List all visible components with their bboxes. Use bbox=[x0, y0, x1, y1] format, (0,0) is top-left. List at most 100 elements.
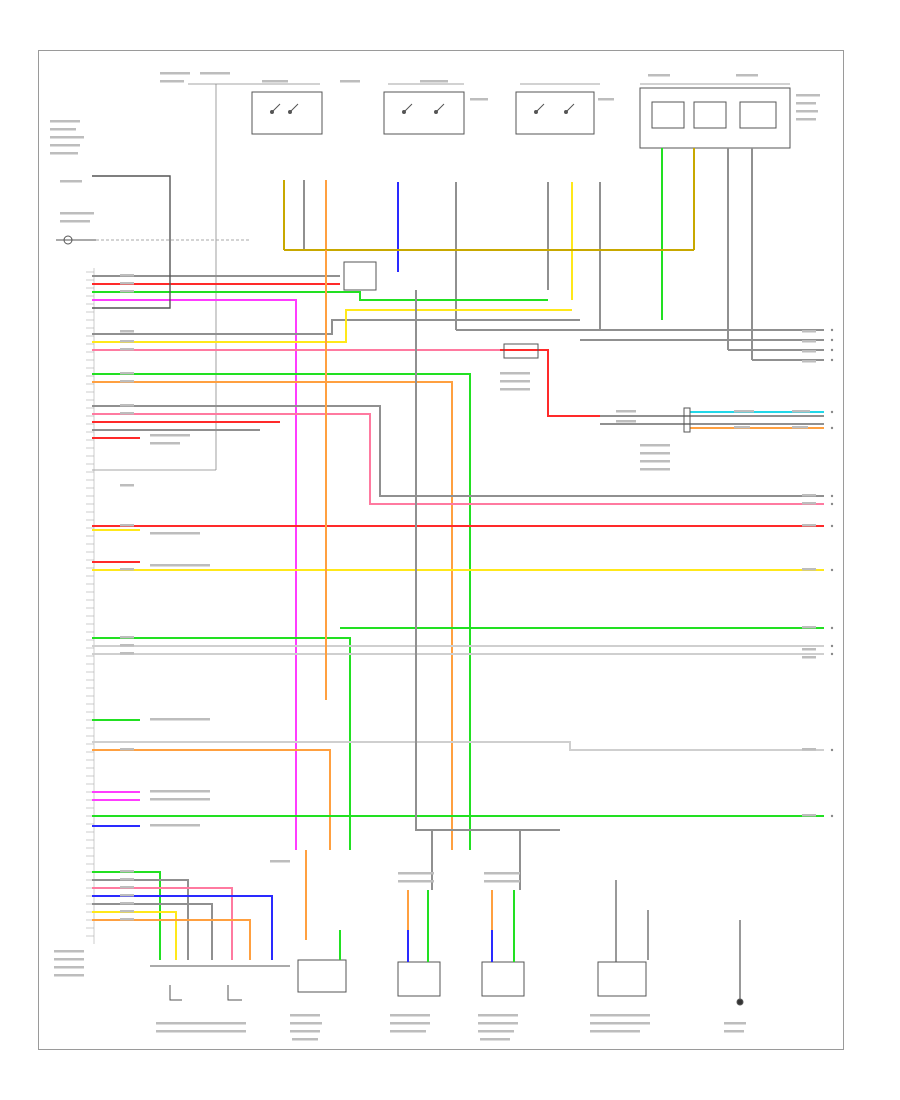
illegible-label bbox=[150, 824, 200, 827]
illegible-label bbox=[390, 1022, 430, 1025]
illegible-label bbox=[802, 524, 816, 527]
illegible-label bbox=[54, 958, 84, 961]
relay-box-1 bbox=[251, 91, 323, 135]
illegible-label bbox=[50, 128, 76, 131]
illegible-label bbox=[200, 72, 230, 75]
wire-terminal bbox=[830, 652, 834, 656]
illegible-label bbox=[120, 372, 134, 375]
illegible-label bbox=[120, 380, 134, 383]
illegible-label bbox=[120, 894, 134, 897]
illegible-label bbox=[150, 798, 210, 801]
sensor-pair-wires bbox=[339, 880, 741, 1000]
illegible-label bbox=[60, 220, 90, 223]
illegible-label bbox=[802, 502, 816, 505]
illegible-label bbox=[120, 886, 134, 889]
illegible-label bbox=[120, 348, 134, 351]
wire-terminal bbox=[830, 348, 834, 352]
bottom-components bbox=[150, 959, 744, 1006]
illegible-label bbox=[796, 118, 816, 121]
illegible-label bbox=[390, 1014, 430, 1017]
illegible-label bbox=[616, 420, 636, 423]
illegible-label bbox=[724, 1022, 746, 1025]
illegible-label bbox=[150, 434, 190, 437]
mid-relay bbox=[56, 235, 691, 433]
illegible-label bbox=[734, 410, 754, 413]
illegible-label bbox=[802, 656, 816, 659]
illegible-label bbox=[736, 74, 758, 77]
illegible-label bbox=[802, 350, 816, 353]
illegible-label bbox=[50, 136, 84, 139]
illegible-label bbox=[50, 152, 78, 155]
illegible-label bbox=[120, 910, 134, 913]
harness-wires bbox=[92, 175, 824, 940]
illegible-label bbox=[262, 80, 288, 83]
wire-terminal bbox=[830, 338, 834, 342]
illegible-label bbox=[50, 144, 80, 147]
illegible-label bbox=[640, 460, 670, 463]
illegible-label bbox=[120, 282, 134, 285]
illegible-label bbox=[724, 1030, 744, 1033]
wire-terminal bbox=[830, 748, 834, 752]
illegible-label bbox=[160, 72, 190, 75]
illegible-label bbox=[802, 330, 816, 333]
illegible-label bbox=[648, 74, 670, 77]
illegible-label bbox=[120, 870, 134, 873]
illegible-label bbox=[802, 340, 816, 343]
diagram-frame bbox=[38, 50, 844, 1050]
illegible-label bbox=[120, 878, 134, 881]
illegible-label bbox=[640, 468, 670, 471]
illegible-label bbox=[802, 814, 816, 817]
illegible-label bbox=[120, 412, 134, 415]
illegible-label bbox=[500, 388, 530, 391]
illegible-label bbox=[120, 290, 134, 293]
illegible-label bbox=[120, 404, 134, 407]
illegible-label bbox=[590, 1022, 650, 1025]
illegible-label bbox=[290, 1014, 320, 1017]
illegible-label bbox=[120, 652, 134, 655]
illegible-label bbox=[120, 748, 134, 751]
illegible-label bbox=[150, 564, 210, 567]
illegible-label bbox=[290, 1030, 320, 1033]
wire-terminal bbox=[830, 814, 834, 818]
illegible-label bbox=[390, 1030, 426, 1033]
illegible-label bbox=[792, 410, 810, 413]
relay-box-4 bbox=[639, 87, 791, 149]
illegible-label bbox=[120, 484, 134, 487]
illegible-label bbox=[802, 748, 816, 751]
illegible-label bbox=[270, 860, 290, 863]
illegible-label bbox=[796, 110, 818, 113]
illegible-label bbox=[120, 274, 134, 277]
illegible-label bbox=[802, 494, 816, 497]
wire-terminal bbox=[830, 502, 834, 506]
illegible-label bbox=[640, 444, 670, 447]
illegible-label bbox=[120, 918, 134, 921]
illegible-label bbox=[54, 950, 84, 953]
illegible-label bbox=[420, 80, 448, 83]
illegible-label bbox=[340, 80, 360, 83]
illegible-label bbox=[120, 330, 134, 333]
wire-terminal bbox=[830, 568, 834, 572]
illegible-label bbox=[796, 94, 820, 97]
illegible-label bbox=[120, 524, 134, 527]
label-stubs bbox=[50, 72, 820, 1041]
illegible-label bbox=[150, 718, 210, 721]
illegible-label bbox=[792, 426, 808, 429]
illegible-label bbox=[290, 1022, 322, 1025]
illegible-label bbox=[480, 1038, 510, 1041]
illegible-label bbox=[156, 1022, 246, 1025]
wire-terminal bbox=[830, 626, 834, 630]
illegible-label bbox=[120, 340, 134, 343]
wire-terminal bbox=[830, 494, 834, 498]
illegible-label bbox=[802, 360, 816, 363]
illegible-label bbox=[60, 212, 94, 215]
illegible-label bbox=[500, 380, 530, 383]
wire-terminal bbox=[830, 524, 834, 528]
illegible-label bbox=[478, 1014, 518, 1017]
illegible-label bbox=[484, 872, 520, 875]
illegible-label bbox=[500, 372, 530, 375]
illegible-label bbox=[120, 636, 134, 639]
illegible-label bbox=[120, 902, 134, 905]
illegible-label bbox=[478, 1022, 518, 1025]
illegible-label bbox=[398, 872, 434, 875]
illegible-label bbox=[156, 1030, 246, 1033]
